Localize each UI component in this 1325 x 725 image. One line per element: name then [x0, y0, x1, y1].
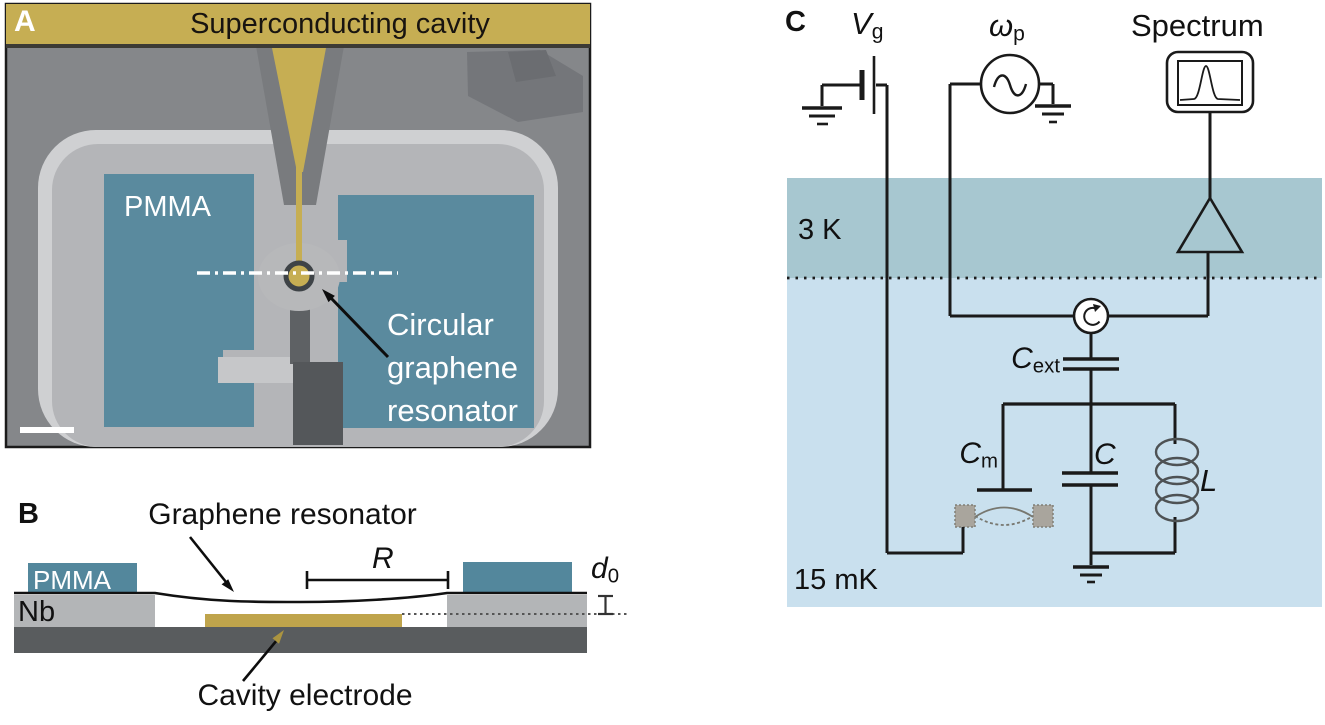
- cap-mech-icon: [887, 488, 1054, 555]
- substrate-layer: [14, 627, 587, 653]
- cap-ext-main: C: [1011, 342, 1033, 375]
- ground-icon-tank: [1073, 565, 1109, 584]
- cavity-label: Superconducting cavity: [190, 8, 490, 40]
- gate-voltage-label: Vg: [851, 6, 883, 45]
- gap-depth-marker: [598, 594, 613, 616]
- gate-voltage-main: V: [851, 6, 872, 41]
- annotation-arrow-icon: [322, 289, 390, 359]
- gold-taper: [272, 48, 326, 172]
- stage-15mk-label: 15 mK: [794, 564, 878, 596]
- cap-c-label: C: [1094, 438, 1116, 471]
- radius-bracket: [305, 571, 450, 589]
- annotation-line-1: Circular: [387, 307, 494, 342]
- nb-label: Nb: [18, 596, 56, 628]
- slot-bottom-dark: [293, 362, 343, 445]
- inductor-label: L: [1200, 463, 1218, 498]
- graphene-arrow-icon: [188, 536, 234, 592]
- scale-bar: [20, 427, 74, 433]
- graphene-membrane-line: [14, 591, 587, 604]
- graphene-resonator-title: Graphene resonator: [148, 498, 417, 531]
- pmma-label-b: PMMA: [33, 565, 111, 595]
- cavity-electrode: [205, 614, 402, 627]
- pump-frequency-sub: p: [1013, 22, 1025, 46]
- pmma-block-left: [28, 563, 137, 594]
- gold-needle: [296, 164, 302, 266]
- graphene-resonator-dot: [283, 260, 315, 292]
- panel-a-graphic: [4, 2, 592, 449]
- cap-ext-label: Cext: [992, 342, 1060, 378]
- gold-bar-edge: [6, 44, 590, 48]
- pmma-left-region: [104, 174, 254, 427]
- panel-a: A Superconducting cavity PMMA Circular g…: [0, 0, 600, 460]
- spectrum-analyzer-icon: [1165, 50, 1255, 114]
- panel-c-graphic: [787, 50, 1322, 607]
- cap-mech-main: C: [959, 437, 981, 470]
- stage-3k: [787, 178, 1322, 278]
- pump-frequency-main: ω: [989, 8, 1014, 43]
- panel-c-label: C: [785, 6, 806, 38]
- panel-b-graphic: [14, 536, 627, 682]
- cap-ext-sub: ext: [1032, 355, 1060, 378]
- spectrum-label: Spectrum: [1131, 8, 1264, 43]
- panel-c: C Vg ωp Spectrum 3 K 15 mK Cext Cm C L: [780, 0, 1325, 620]
- cap-mech-sub: m: [981, 450, 998, 473]
- amplifier-icon: [1175, 195, 1245, 254]
- radius-label: R: [372, 542, 394, 575]
- gap-label-main: d: [591, 552, 608, 585]
- pump-frequency-label: ωp: [989, 8, 1025, 47]
- gate-branch-wires: [820, 83, 889, 553]
- ac-source-icon: [979, 53, 1041, 115]
- cap-ext-icon: [1063, 333, 1119, 404]
- ground-icon-gate: [802, 106, 842, 126]
- nb-layer-right: [447, 595, 587, 627]
- ground-icon-pump: [1035, 104, 1071, 124]
- inductor-icon: [1154, 437, 1200, 523]
- nb-layer-left: [14, 595, 155, 627]
- cap-mech-label: Cm: [946, 437, 998, 473]
- pmma-right-region: [338, 195, 534, 428]
- panel-b: B Graphene resonator PMMA Nb R d0 Cavity…: [0, 478, 660, 725]
- cavity-electrode-label: Cavity electrode: [197, 679, 413, 712]
- pmma-label-a: PMMA: [124, 191, 211, 223]
- gap-label: d0: [591, 552, 619, 588]
- annotation-line-3: resonator: [387, 393, 518, 428]
- cap-c-icon: [1062, 471, 1118, 487]
- stage-3k-label: 3 K: [798, 214, 842, 246]
- pump-branch-wires: [948, 82, 1074, 318]
- gate-voltage-sub: g: [871, 20, 884, 44]
- battery-icon: [859, 56, 876, 114]
- pmma-block-right: [463, 562, 572, 594]
- gap-label-sub: 0: [607, 565, 620, 588]
- sem-flake: [467, 50, 583, 122]
- panel-a-label: A: [14, 5, 36, 38]
- annotation-line-2: graphene: [387, 350, 519, 385]
- electrode-arrow-icon: [241, 630, 284, 682]
- gold-top-bar: [6, 4, 590, 46]
- stage-15mk: [787, 278, 1322, 607]
- tank-wires: [1001, 402, 1177, 565]
- panel-b-label: B: [18, 498, 39, 530]
- circulator-icon: [1072, 297, 1110, 335]
- membrane-arc-up: [974, 506, 1034, 518]
- readout-wires: [1108, 112, 1212, 318]
- anchor-bar: [218, 357, 303, 383]
- membrane-arc-down: [974, 515, 1034, 526]
- resonator-annotation: Circular graphene resonator: [387, 303, 518, 432]
